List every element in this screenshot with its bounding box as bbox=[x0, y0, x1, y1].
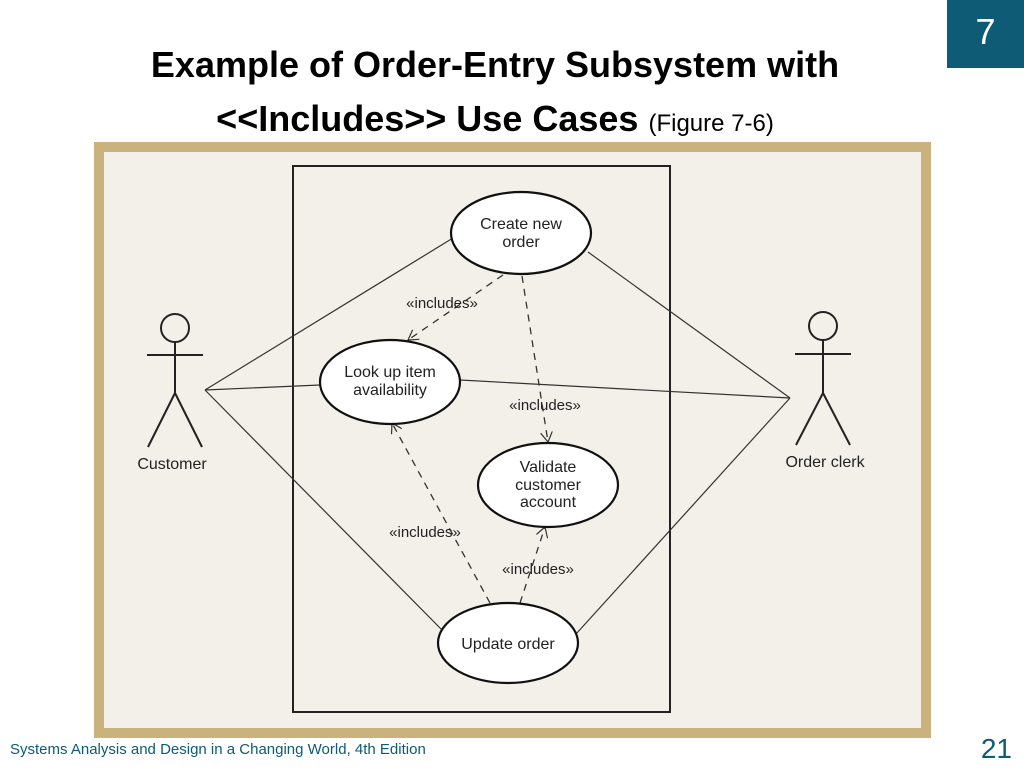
usecase-create-label-1: Create new bbox=[480, 216, 562, 233]
assoc-clerk-create bbox=[587, 251, 791, 399]
includes-label-3: «includes» bbox=[389, 524, 461, 541]
include-create-validate bbox=[521, 275, 548, 442]
usecase-update-label: Update order bbox=[461, 636, 555, 653]
include-create-lookup bbox=[408, 274, 504, 340]
includes-label-1: «includes» bbox=[406, 295, 478, 312]
page-number: 21 bbox=[980, 733, 1012, 764]
slide-title-line1: Example of Order-Entry Subsystem with bbox=[150, 44, 840, 85]
actor-customer-label: Customer bbox=[137, 456, 207, 473]
usecase-create-new-order[interactable] bbox=[449, 190, 593, 276]
usecase-validate-account[interactable] bbox=[476, 441, 620, 529]
actor-customer-icon[interactable] bbox=[147, 313, 203, 448]
assoc-clerk-lookup bbox=[459, 379, 791, 399]
footer-text: Systems Analysis and Design in a Changin… bbox=[10, 741, 426, 758]
include-update-lookup bbox=[392, 423, 491, 604]
chapter-badge: 7 bbox=[947, 0, 1024, 68]
usecase-validate-label-1: Validate bbox=[520, 459, 577, 476]
usecase-lookup-label-2: availability bbox=[353, 382, 427, 399]
actor-order-clerk-icon[interactable] bbox=[795, 311, 851, 446]
slide-title-line2: <<Includes>> Use Cases (Figure 7-6) bbox=[60, 98, 930, 140]
usecase-create-label-2: order bbox=[502, 234, 540, 251]
system-boundary bbox=[292, 165, 671, 713]
includes-label-2: «includes» bbox=[509, 397, 581, 414]
assoc-customer-lookup bbox=[204, 384, 321, 391]
usecase-validate-label-3: account bbox=[520, 494, 577, 511]
includes-label-4: «includes» bbox=[502, 561, 574, 578]
usecase-look-up-item[interactable] bbox=[318, 338, 462, 426]
usecase-lookup-label-1: Look up item bbox=[344, 364, 436, 381]
include-update-validate bbox=[519, 527, 545, 604]
usecase-update-order[interactable] bbox=[436, 601, 580, 685]
usecase-validate-label-2: customer bbox=[515, 477, 581, 494]
assoc-customer-update bbox=[204, 389, 443, 631]
assoc-customer-create bbox=[204, 237, 454, 391]
assoc-clerk-update bbox=[575, 397, 791, 635]
actor-clerk-label: Order clerk bbox=[785, 454, 865, 471]
title-includes: <<Includes>> Use Cases bbox=[216, 98, 639, 139]
figure-reference: (Figure 7-6) bbox=[648, 110, 774, 137]
